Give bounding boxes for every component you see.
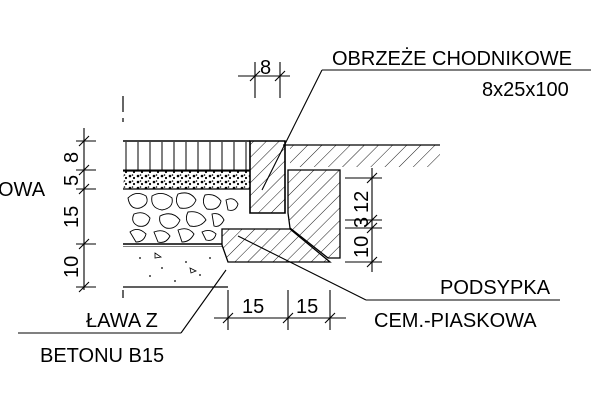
right-dimension-chain (345, 168, 382, 272)
sand-cement-bedding (221, 228, 332, 263)
crushed-stone-layer (123, 192, 239, 248)
bench-leader (18, 269, 227, 334)
dim-layer-10: 10 (61, 256, 83, 278)
pavement-layer-top (123, 140, 250, 171)
bedding-label-line1: PODSYPKA (440, 277, 551, 299)
dim-layer-15: 15 (61, 206, 83, 228)
bench-label-line1: ŁAWA Z (86, 310, 158, 332)
bedding-leader (237, 235, 560, 301)
dim-rise-12: 12 (351, 191, 373, 213)
concrete-bench (123, 247, 228, 288)
curb-size-label: 8x25x100 (482, 79, 569, 101)
curb-section (249, 140, 286, 214)
dim-rise-3: 3 (351, 217, 373, 228)
dim-base-15-right: 15 (296, 296, 318, 318)
curb-width-dimension (238, 62, 290, 98)
bedding-label-line2: CEM.-PIASKOWA (374, 310, 537, 332)
curb-title-leader (261, 69, 591, 191)
curb-title-label: OBRZEŻE CHODNIKOWE (332, 47, 572, 70)
gravel-layer (123, 170, 250, 190)
dim-base-15-left: 15 (242, 296, 264, 318)
dim-curb-width: 8 (260, 57, 271, 79)
dim-layer-5: 5 (61, 175, 83, 186)
left-dimension-chain (76, 128, 96, 293)
dim-rise-10: 10 (351, 236, 373, 258)
dim-layer-8: 8 (61, 152, 83, 163)
bench-label-line2: BETONU B15 (40, 345, 164, 367)
base-dimension-chain (214, 290, 346, 330)
left-cut-label: OWA (0, 179, 46, 201)
ground-fill-right (283, 144, 440, 259)
